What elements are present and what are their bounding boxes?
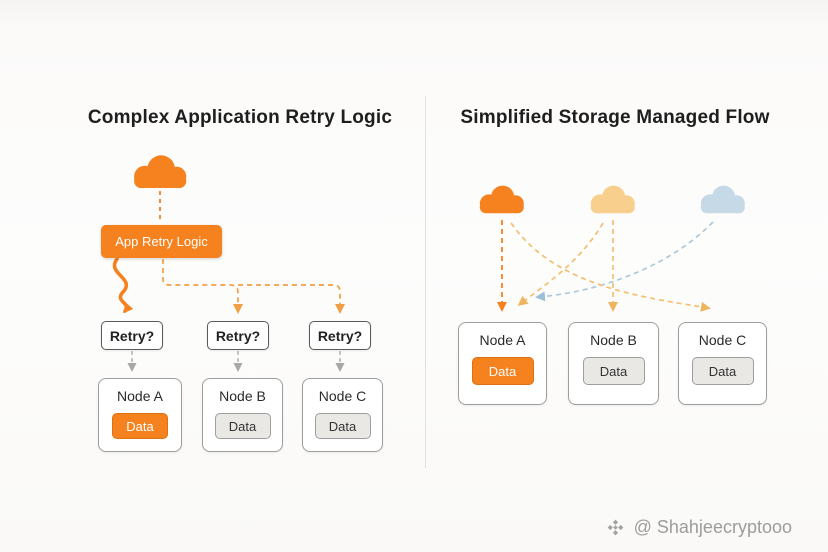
right-node-b: Node B Data [568,322,659,405]
watermark-handle: @ Shahjeecryptooo [633,517,792,537]
left-node-b: Node B Data [202,378,283,452]
retry-box-2: Retry? [207,321,269,350]
right-panel-title: Simplified Storage Managed Flow [460,107,770,128]
node-label: Node C [318,388,367,404]
app-retry-logic-box: App Retry Logic [101,225,222,258]
data-chip: Data [471,357,534,385]
retry-box-3: Retry? [309,321,371,350]
right-node-a: Node A Data [458,322,547,405]
data-chip: Data [112,413,168,439]
node-label: Node B [219,388,266,404]
data-chip: Data [214,413,271,439]
watermark: @ Shahjeecryptooo [605,517,792,538]
retry-squiggle-arrow [112,257,134,314]
amber-cloud-to-nodeA-curve [517,222,604,306]
blue-cloud-to-nodeA-curve [535,221,714,302]
binance-diamond-logo-icon [607,519,623,536]
node-label: Node A [117,388,163,404]
node-label: Node A [479,332,526,348]
node-label: Node C [698,332,747,348]
right-connectors [497,220,714,312]
data-chip: Data [314,413,371,439]
panel-divider [425,96,426,468]
branch-to-retry3 [238,284,345,314]
retry-label: Retry? [317,327,363,344]
left-cloud-icon [134,155,187,189]
node-label: Node B [590,332,637,348]
left-connectors [112,191,345,372]
retry-box-1: Retry? [101,321,163,350]
data-chip: Data [582,357,645,385]
data-chip: Data [691,357,754,385]
left-node-a: Node A Data [98,378,182,452]
amber-curve-to-nodeC [510,222,711,312]
retry-label: Retry? [109,327,155,344]
left-panel-title: Complex Application Retry Logic [87,107,393,128]
left-node-c: Node C Data [302,378,383,452]
right-cloud-orange-icon [479,185,524,214]
right-cloud-amber-icon [590,185,635,214]
right-node-c: Node C Data [678,322,767,405]
right-cloud-blue-icon [700,185,745,214]
branch-to-retry2 [162,259,243,314]
app-retry-logic-label: App Retry Logic [115,234,208,249]
retry-label: Retry? [215,327,261,344]
